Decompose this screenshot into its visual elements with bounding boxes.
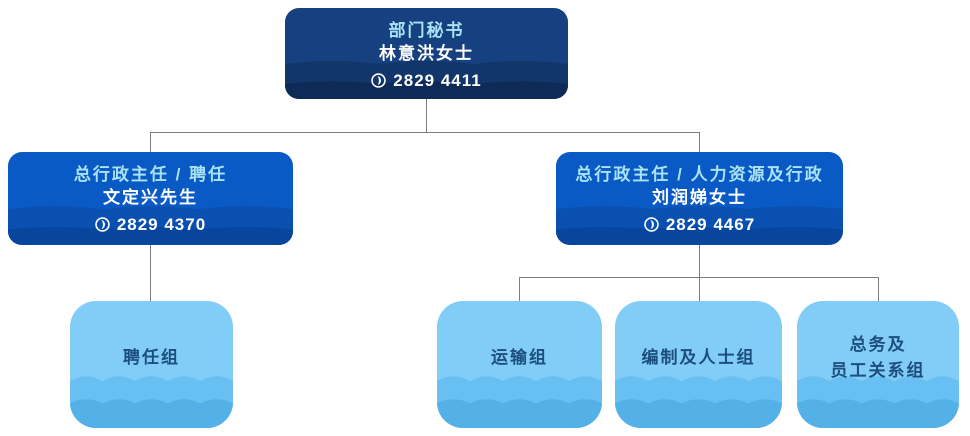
node-person-name: 刘润娣女士: [652, 188, 747, 207]
node-department-secretary: 部门秘书 林意洪女士 2829 4411: [285, 8, 568, 99]
node-phone-number: 2829 4467: [665, 215, 756, 234]
node-person-name: 文定兴先生: [103, 188, 198, 207]
phone-icon: [644, 217, 659, 232]
phone-icon: [95, 217, 110, 232]
node-manager-recruitment: 总行政主任 / 聘任 文定兴先生 2829 4370: [8, 152, 293, 245]
node-phone-number: 2829 4411: [393, 71, 482, 90]
connector-team1-drop: [150, 245, 151, 301]
wave-decoration: [8, 206, 293, 245]
node-title: 总行政主任 / 人力资源及行政: [575, 165, 824, 184]
wave-decoration: [797, 375, 959, 428]
node-phone-row: 2829 4467: [556, 213, 843, 236]
team-label: 总务及 员工关系组: [830, 334, 926, 380]
node-phone-number: 2829 4370: [116, 215, 207, 234]
team-label: 运输组: [491, 347, 548, 367]
node-person-name: 林意洪女士: [379, 44, 474, 63]
node-team-recruitment: 聘任组: [70, 301, 233, 428]
wave-decoration: [556, 206, 843, 245]
node-phone-row: 2829 4411: [285, 69, 568, 92]
connector-root-drop: [426, 99, 427, 133]
wave-decoration: [615, 375, 782, 428]
wave-decoration: [70, 375, 233, 428]
phone-icon: [371, 73, 387, 88]
node-manager-hr-admin: 总行政主任 / 人力资源及行政 刘润娣女士 2829 4467: [556, 152, 843, 245]
node-phone-row: 2829 4370: [8, 213, 293, 236]
node-team-general-staff-relations: 总务及 员工关系组: [797, 301, 959, 428]
connector-manager1-drop: [150, 132, 151, 152]
connector-manager2-drop: [699, 132, 700, 152]
node-team-establishment-personnel: 编制及人士组: [615, 301, 782, 428]
node-team-transport: 运输组: [437, 301, 602, 428]
wave-decoration: [285, 61, 568, 99]
connector-team3-drop: [699, 277, 700, 301]
node-title: 部门秘书: [388, 21, 465, 40]
team-label: 编制及人士组: [641, 347, 756, 367]
connector-manager2-lower-drop: [699, 245, 700, 278]
connector-team4-drop: [878, 277, 879, 301]
team-label: 聘任组: [123, 347, 180, 367]
connector-level2-hbar: [150, 132, 700, 133]
wave-decoration: [437, 375, 602, 428]
node-title: 总行政主任 / 聘任: [73, 165, 228, 184]
connector-team2-drop: [519, 277, 520, 301]
